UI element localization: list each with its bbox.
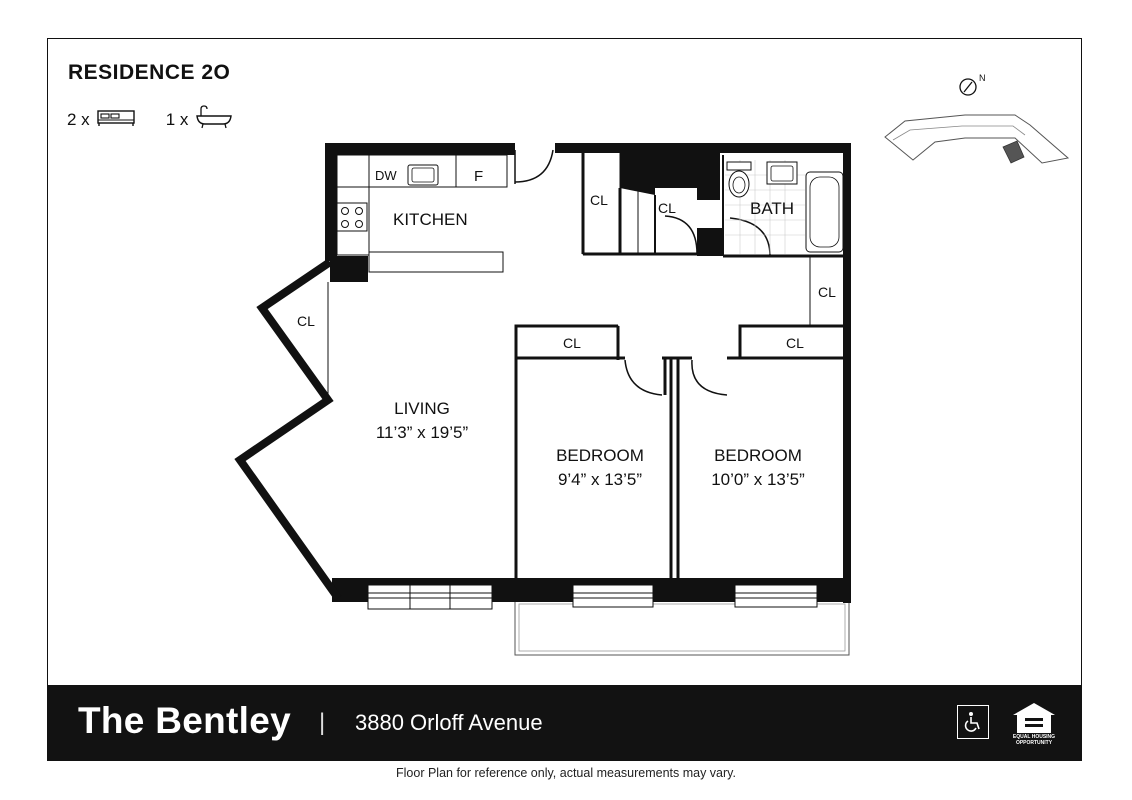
balcony — [514, 599, 850, 656]
bedroom-1-label: BEDROOM — [556, 446, 644, 465]
fridge-label: F — [474, 168, 483, 185]
wheelchair-icon — [957, 705, 989, 739]
dishwasher-label: DW — [375, 168, 397, 183]
bedroom-2-label: BEDROOM — [714, 446, 802, 465]
windows — [367, 584, 818, 610]
compass-letter: N — [979, 73, 986, 83]
closet-label: CL — [658, 200, 676, 216]
key-plan — [884, 114, 1070, 164]
equal-housing-icon: EQUAL HOUSING OPPORTUNITY — [1009, 701, 1059, 747]
kitchen-fixtures — [336, 154, 508, 273]
closet-label: CL — [818, 284, 836, 300]
residence-title: RESIDENCE 2O — [68, 61, 231, 84]
kitchen-counter — [368, 251, 504, 273]
bedroom-2-dimensions: 10’0” x 13’5” — [711, 470, 805, 489]
footer-separator: | — [319, 709, 326, 736]
toilet-icon — [728, 170, 750, 198]
equal-housing-text: EQUAL HOUSING OPPORTUNITY — [1012, 734, 1056, 746]
floor-plan-sheet — [47, 38, 1082, 760]
bed-icon — [96, 106, 136, 133]
closet-label: CL — [563, 335, 581, 351]
closet-label: CL — [590, 192, 608, 208]
bedroom-count: 2 x — [67, 109, 90, 129]
building-name: The Bentley — [78, 700, 292, 741]
living-label: LIVING — [394, 399, 450, 418]
footer-bar: The Bentley | 3880 Orloff Avenue EQUAL H… — [47, 685, 1082, 761]
closets — [515, 149, 847, 359]
cooktop-icon — [336, 202, 368, 232]
room-labels: DW F KITCHEN CL CL BATH CL CL CL CL LIVI… — [297, 168, 836, 489]
north-compass-icon: N — [959, 73, 986, 96]
kitchen-sink-icon — [407, 164, 439, 186]
bath-sink-icon — [766, 161, 798, 185]
living-dimensions: 11’3” x 19’5” — [376, 423, 469, 442]
unit-counts: 2 x 1 x — [67, 105, 234, 134]
doors — [514, 149, 771, 396]
disclaimer: Floor Plan for reference only, actual me… — [396, 766, 736, 780]
bath-count: 1 x — [165, 109, 189, 129]
bathtub-icon — [194, 105, 234, 134]
closet-label: CL — [297, 313, 315, 329]
bedroom-1-dimensions: 9’4” x 13’5” — [558, 470, 642, 489]
building-address: 3880 Orloff Avenue — [355, 710, 543, 735]
bath-label: BATH — [750, 199, 794, 218]
kitchen-label: KITCHEN — [393, 210, 468, 229]
unit-highlight — [1002, 140, 1025, 164]
bath-fixtures — [725, 160, 844, 254]
closet-label: CL — [786, 335, 804, 351]
bathtub-fixture — [805, 171, 844, 253]
